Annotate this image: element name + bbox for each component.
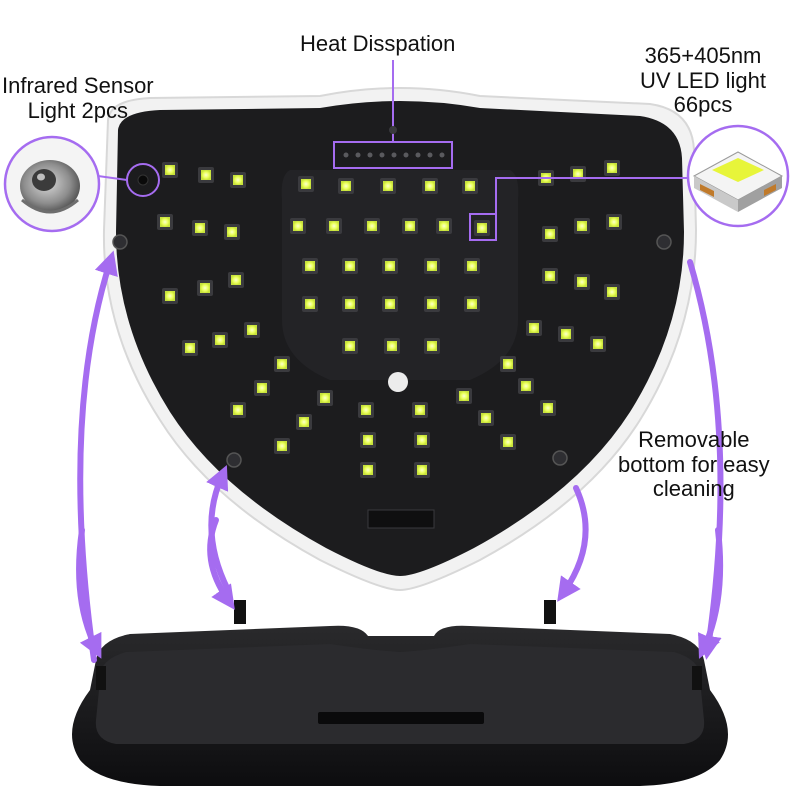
uv-led	[160, 217, 170, 227]
removable-bottom-text-line3: cleaning	[652, 476, 735, 502]
uv-led	[529, 323, 539, 333]
uv-led	[165, 291, 175, 301]
uv-led	[185, 343, 195, 353]
uv-led	[345, 261, 355, 271]
uv-led	[467, 299, 477, 309]
uv-led	[201, 170, 211, 180]
uv-led	[345, 341, 355, 351]
uv-led	[415, 405, 425, 415]
uv-led	[425, 181, 435, 191]
uv-led	[385, 299, 395, 309]
uv-led-text-line2: UV LED light	[640, 67, 766, 93]
uv-led	[367, 221, 377, 231]
removable-bottom-label: Removable bottom for easy cleaning	[618, 427, 770, 502]
uv-led-chip-closeup-icon	[686, 124, 790, 228]
uv-led	[165, 165, 175, 175]
uv-led	[573, 169, 583, 179]
uv-led	[503, 437, 513, 447]
uv-led	[305, 261, 315, 271]
uv-led	[329, 221, 339, 231]
uv-led	[459, 391, 469, 401]
uv-led	[301, 179, 311, 189]
top-screw	[389, 126, 397, 134]
infrared-sensor-closeup-icon	[3, 135, 101, 233]
uv-led	[561, 329, 571, 339]
uv-led	[481, 413, 491, 423]
uv-led-text-line1: 365+405nm	[644, 43, 762, 68]
infrared-sensor-text-line2: Light 2pcs	[27, 97, 128, 123]
infrared-sensor-label: Infrared Sensor Light 2pcs	[2, 73, 154, 123]
uv-led	[361, 405, 371, 415]
uv-led	[467, 261, 477, 271]
uv-led	[607, 287, 617, 297]
uv-led	[363, 465, 373, 475]
heat-dissipation-text: Heat Disspation	[300, 31, 456, 56]
uv-led	[233, 175, 243, 185]
uv-led	[385, 261, 395, 271]
uv-led	[427, 341, 437, 351]
uv-led	[363, 435, 373, 445]
uv-led	[503, 359, 513, 369]
uv-led	[387, 341, 397, 351]
uv-led-array	[157, 160, 622, 478]
uv-led	[427, 299, 437, 309]
uv-led	[195, 223, 205, 233]
uv-led-label: 365+405nm UV LED light 66pcs	[640, 43, 766, 118]
uv-led	[293, 221, 303, 231]
uv-led	[577, 277, 587, 287]
uv-led	[593, 339, 603, 349]
uv-led	[521, 381, 531, 391]
uv-led-callout-box	[469, 213, 497, 241]
uv-led	[607, 163, 617, 173]
uv-led	[277, 441, 287, 451]
infrared-sensor-leader	[97, 175, 128, 181]
uv-led	[200, 283, 210, 293]
heat-dissipation-vents	[343, 152, 445, 158]
uv-led	[577, 221, 587, 231]
uv-led	[383, 181, 393, 191]
infrared-sensor-text-line1: Infrared Sensor	[2, 73, 154, 98]
uv-led	[231, 275, 241, 285]
uv-led	[405, 221, 415, 231]
uv-led-text-line3: 66pcs	[673, 92, 733, 118]
infrared-sensor	[137, 174, 149, 186]
uv-led	[439, 221, 449, 231]
uv-led	[320, 393, 330, 403]
uv-led	[345, 299, 355, 309]
uv-led	[427, 261, 437, 271]
lamp-bottom-slot	[367, 509, 435, 529]
uv-led	[545, 229, 555, 239]
uv-led	[545, 271, 555, 281]
uv-led	[299, 417, 309, 427]
removable-base-tray	[72, 600, 728, 786]
uv-led	[417, 435, 427, 445]
heat-dissipation-label: Heat Disspation	[300, 31, 456, 57]
uv-led	[543, 403, 553, 413]
uv-led	[277, 359, 287, 369]
uv-led	[609, 217, 619, 227]
removable-bottom-text-line1: Removable	[638, 427, 750, 452]
uv-led	[465, 181, 475, 191]
uv-led	[341, 181, 351, 191]
uv-led	[227, 227, 237, 237]
uv-led	[305, 299, 315, 309]
arrow-icon	[76, 250, 724, 663]
removable-bottom-text-line2: bottom for easy	[618, 451, 770, 477]
uv-led	[417, 465, 427, 475]
uv-led	[257, 383, 267, 393]
uv-led	[477, 223, 487, 233]
uv-led	[247, 325, 257, 335]
uv-led	[233, 405, 243, 415]
center-sticker	[388, 372, 408, 392]
body-screws	[112, 234, 672, 468]
uv-led-leader	[495, 177, 688, 218]
uv-led	[215, 335, 225, 345]
